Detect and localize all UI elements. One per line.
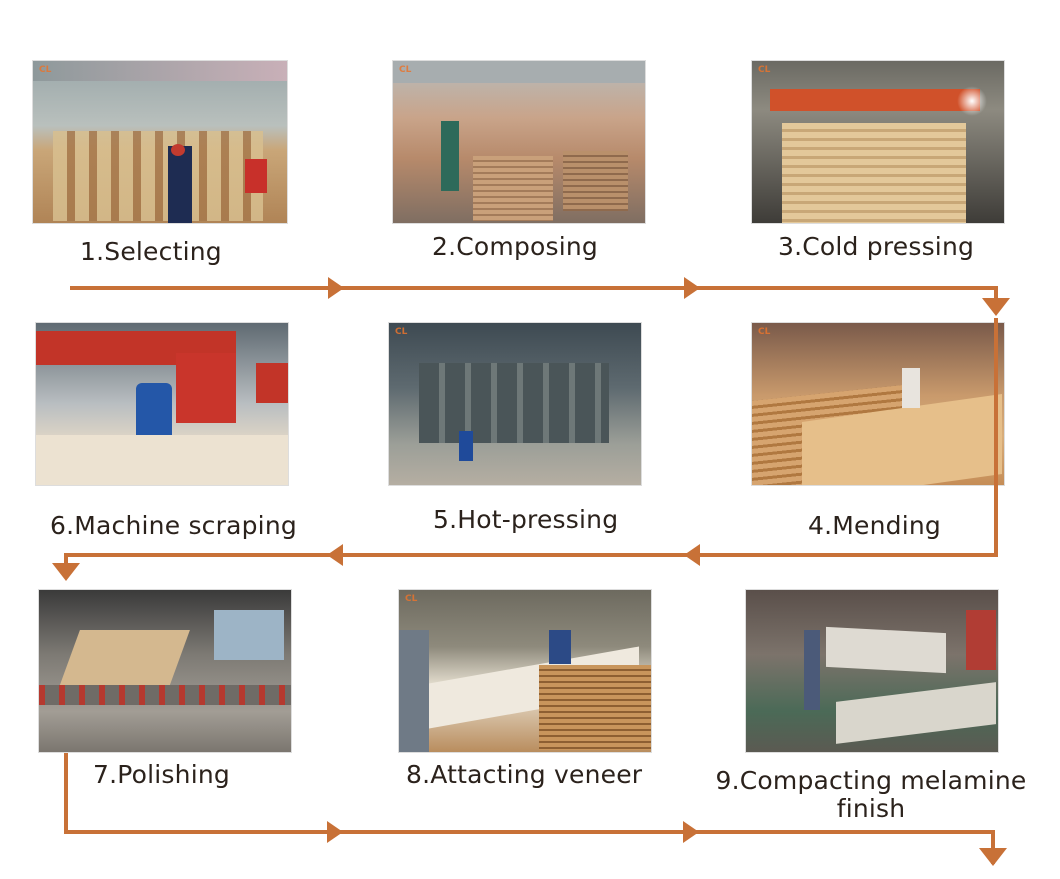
watermark: CL [39, 65, 52, 75]
step-9-label-line1: 9.Compacting melamine [715, 766, 1027, 795]
step-5-label: 5.Hot-pressing [433, 505, 619, 534]
watermark: CL [395, 327, 408, 337]
flow-line-row2 [64, 318, 998, 568]
step-3-label: 3.Cold pressing [778, 232, 975, 261]
step-8-label: 8.Attacting veneer [406, 760, 643, 789]
step-9-label: 9.Compacting melamine finish [706, 767, 1036, 823]
step-2-label: 2.Composing [432, 232, 599, 261]
step-9-label-line2: finish [836, 794, 906, 823]
step-5-photo: CL [388, 322, 642, 486]
watermark: CL [399, 65, 412, 75]
step-2-photo: CL [392, 60, 646, 224]
step-7-photo [38, 589, 292, 753]
arrow-left-icon [684, 544, 700, 566]
step-4-label: 4.Mending [808, 511, 941, 540]
arrow-right-icon [683, 821, 699, 843]
step-3-photo: CL [751, 60, 1005, 224]
step-1-photo: CL [32, 60, 288, 224]
flow-line-row3 [64, 753, 995, 864]
step-8-photo: CL [398, 589, 652, 753]
step-9-photo [745, 589, 999, 753]
flow-line-row1 [70, 286, 998, 305]
watermark: CL [405, 594, 418, 604]
arrow-right-icon [684, 277, 700, 299]
watermark: CL [758, 65, 771, 75]
arrow-right-icon [327, 821, 343, 843]
step-6-photo [35, 322, 289, 486]
step-1-label: 1.Selecting [80, 237, 222, 266]
arrow-left-icon [327, 544, 343, 566]
step-7-label: 7.Polishing [93, 760, 230, 789]
step-4-photo: CL [751, 322, 1005, 486]
arrow-down-icon [982, 298, 1010, 316]
arrow-down-icon [979, 848, 1007, 866]
step-6-label: 6.Machine scraping [50, 511, 297, 540]
watermark: CL [758, 327, 771, 337]
arrow-down-icon [52, 563, 80, 581]
arrow-right-icon [328, 277, 344, 299]
